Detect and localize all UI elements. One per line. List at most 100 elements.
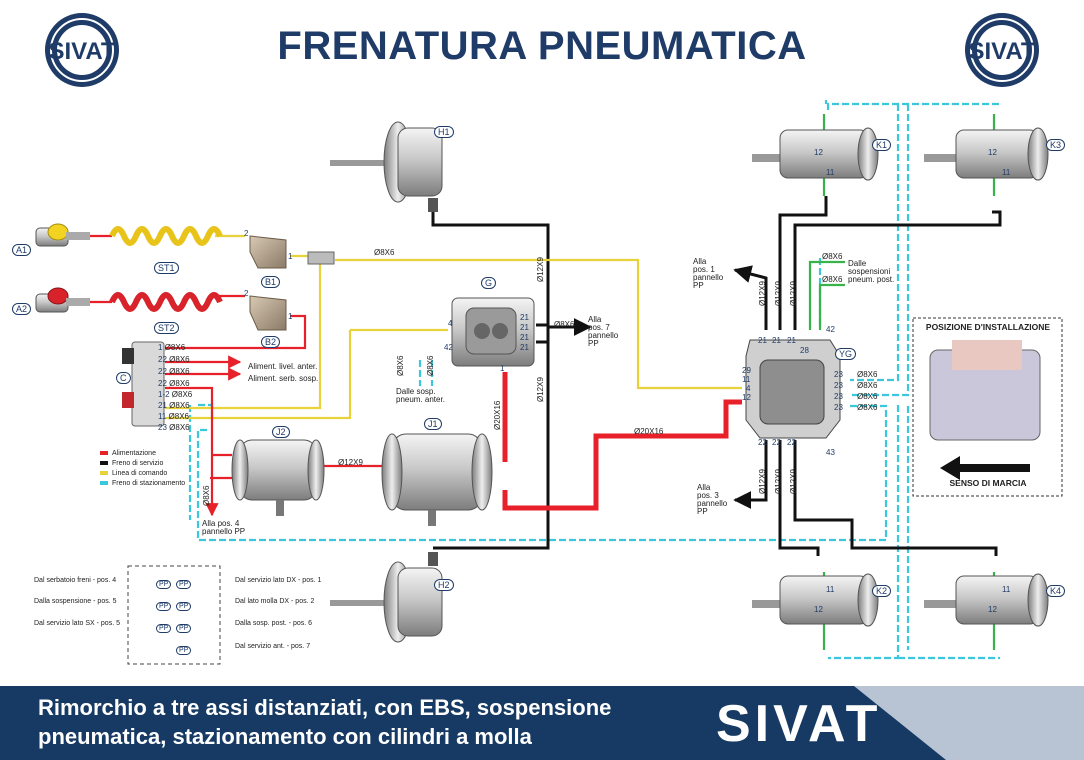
yg-port-21a: 21 [758,336,767,345]
coupling-a2[interactable] [35,287,90,313]
pipe-label-susp2: Ø8X6 [822,275,843,284]
logo-left: SIVAT [45,13,119,87]
c-port-row-2: 22 Ø8X6 [158,355,190,364]
filter-b1[interactable] [249,235,287,269]
footer-line-2: pneumatica, stazionamento con cilindri a… [38,724,532,749]
page-title: FRENATURA PNEUMATICA [277,24,807,68]
yg-port-29: 29 [742,366,751,375]
pipe-label-yg-r2: Ø8X6 [857,381,878,390]
g-port-21d: 21 [520,343,529,352]
g-port-42: 42 [444,343,453,352]
cylinder-k2[interactable] [752,573,879,627]
yg-port-11: 11 [742,375,751,384]
label-k3: K3 [1046,139,1066,151]
tee-fitting [307,251,335,265]
yg-port-21b: 21 [772,336,781,345]
pipe-label-yg-b3: Ø12X9 [789,469,798,494]
g-port-21b: 21 [520,323,529,332]
label-b1: B1 [261,276,281,288]
label-j2: J2 [272,426,290,438]
label-k2: K2 [872,585,892,597]
legend-item: Freno di stazionamento [100,478,185,488]
c-port-row-8: 23 Ø8X6 [158,423,190,432]
label-k1: K1 [872,139,892,151]
b2-port-1: 1 [288,312,293,321]
c-port-row-3: 22 Ø8X6 [158,367,190,376]
tank-j1[interactable] [381,433,493,526]
coupling-a1[interactable] [35,223,90,247]
k4-port-11: 11 [1002,585,1011,594]
yg-port-28: 28 [800,346,809,355]
tank-j2[interactable] [231,439,325,516]
pipe-label-yg-b1: Ø12X9 [758,469,767,494]
pipe-label-yg-l1: Ø12X9 [758,281,767,306]
c-port-row-5: 1-2 Ø8X6 [158,390,193,399]
label-g: G [481,277,497,289]
k3-port-11: 11 [1002,168,1011,177]
pipe-label-yg-l3: Ø12X9 [789,281,798,306]
pipe-label-g1: Ø12X9 [536,257,545,282]
c-port-row-4: 22 Ø8X6 [158,379,190,388]
install-direction: SENSO DI MARCIA [949,478,1027,488]
pipe-label-main: Ø20X16 [634,427,664,436]
cylinder-k4[interactable] [924,573,1049,627]
pp-badge: PP [176,580,192,589]
pp-left-3: Dal servizio lato SX - pos. 5 [34,620,120,627]
pipe-label-pos4: Ø8X6 [202,485,211,506]
j1-port-1: 1 [500,364,505,373]
pipe-label-g-out: Ø8X6 [554,320,575,329]
k4-port-12: 12 [988,605,997,614]
valve-g[interactable] [451,297,535,367]
pp-left-2: Dalla sospensione - pos. 5 [34,598,117,605]
yg-port-23a: 23 [834,370,843,379]
k3-port-12: 12 [988,148,997,157]
label-a2: A2 [12,303,32,315]
label-k4: K4 [1046,585,1066,597]
supply-main [502,372,742,511]
valve-c[interactable] [122,341,165,427]
install-box [912,317,1063,497]
pp-badge: PP [156,624,172,633]
yg-port-22a: 22 [758,438,767,447]
label-a1: A1 [12,244,32,256]
c-port-row-7: 11 Ø8X6 [158,412,190,421]
service-lines [431,196,1002,556]
g-port-4: 4 [448,319,453,328]
label-c: C [116,372,131,384]
cylinder-k3[interactable] [924,127,1049,181]
chamber-h1[interactable] [330,121,443,212]
label-h1: H1 [434,126,454,138]
k1-port-12: 12 [814,148,823,157]
legend-item: Freno di servizio [100,458,185,468]
c-port-row-1: 1 Ø8X6 [158,343,186,352]
filter-b2[interactable] [249,295,287,331]
yg-port-23c: 23 [834,392,843,401]
g-port-21c: 21 [520,333,529,342]
legend: Alimentazione Freno di servizio Linea di… [100,448,185,488]
pp-panel [127,565,221,665]
logo-left-text: SIVAT [48,38,115,65]
label-h2: H2 [434,579,454,591]
pp-badge: PP [176,624,192,633]
pipe-label-yg-r4: Ø8X6 [857,403,878,412]
b1-port-1: 1 [288,252,293,261]
pp-right-3: Dalla sosp. post. - pos. 6 [235,620,313,627]
b2-port-2: 2 [244,289,249,298]
yg-port-21c: 21 [787,336,796,345]
g-port-21a: 21 [520,313,529,322]
c-port-row-6: 21 Ø8X6 [158,401,190,410]
control-lines [165,234,742,420]
footer-brand: SIVAT [716,695,882,753]
chamber-h2[interactable] [330,552,443,643]
pp-badge: PP [176,602,192,611]
yg-port-4: 4 [746,384,751,393]
pp-left-1: Dal serbatoio freni - pos. 4 [34,577,117,584]
pipe-label-j: Ø12X9 [338,458,363,467]
yg-port-22b: 22 [772,438,781,447]
modulator-yg[interactable] [745,339,841,439]
yg-port-42: 42 [826,325,835,334]
pp-badge: PP [176,646,192,655]
logo-right-text: SIVAT [968,38,1035,65]
